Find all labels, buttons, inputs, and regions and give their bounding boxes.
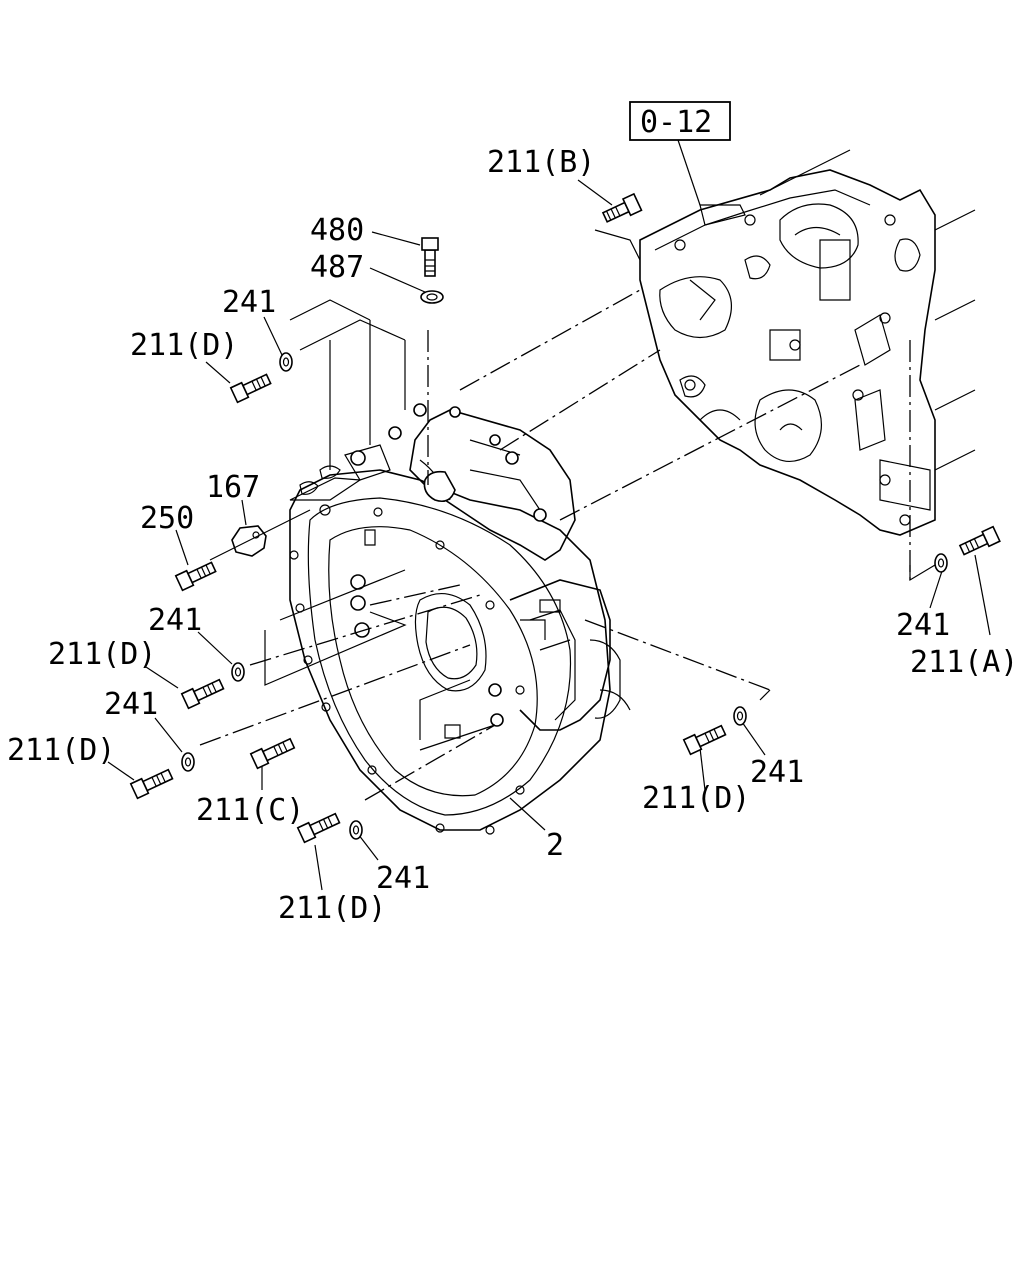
washer-487	[420, 290, 444, 304]
washer-241-top	[279, 352, 293, 372]
label-211d-right-low: 211(D)	[642, 781, 750, 816]
label-487: 487	[310, 250, 364, 285]
label-241-right-low: 241	[750, 755, 804, 790]
washer-241-bottom	[349, 820, 363, 840]
bolt-211d-low	[129, 768, 174, 800]
bolt-211a	[958, 525, 1001, 556]
washer-241-mid	[231, 662, 245, 682]
label-241-mid: 241	[148, 603, 202, 638]
label-167: 167	[206, 470, 260, 505]
bolt-211d-mid	[180, 678, 225, 710]
label-241-bottom: 241	[376, 861, 430, 896]
label-241-low: 241	[104, 687, 158, 722]
label-250: 250	[140, 501, 194, 536]
bolt-211d-top	[229, 373, 272, 404]
leader-lines	[107, 139, 991, 891]
ref-box	[629, 101, 731, 141]
label-241-right: 241	[896, 608, 950, 643]
label-2: 2	[546, 828, 564, 863]
washer-241-right-low	[733, 706, 747, 726]
engine-block-drawing	[639, 149, 976, 536]
bolt-250	[174, 561, 217, 592]
bolt-211d-bottom	[296, 812, 341, 844]
flywheel-housing-drawing	[289, 403, 631, 835]
bolt-211b	[601, 192, 643, 223]
washer-241-low	[181, 752, 195, 772]
label-480: 480	[310, 213, 364, 248]
label-211d-mid: 211(D)	[48, 637, 156, 672]
label-241-top: 241	[222, 285, 276, 320]
bolt-480	[421, 237, 439, 277]
bolt-211d-right-low	[682, 724, 727, 756]
label-211c: 211(C)	[196, 793, 304, 828]
label-211b: 211(B)	[487, 145, 595, 180]
label-211d-bottom: 211(D)	[278, 891, 386, 926]
ref-box-label: 0-12	[640, 105, 712, 140]
label-211a: 211(A)	[910, 645, 1018, 680]
label-211d-top: 211(D)	[130, 328, 238, 363]
explosion-lines	[199, 229, 936, 801]
washer-241-right	[934, 553, 948, 573]
label-211d-low: 211(D)	[7, 733, 115, 768]
bolt-211c	[249, 737, 296, 770]
